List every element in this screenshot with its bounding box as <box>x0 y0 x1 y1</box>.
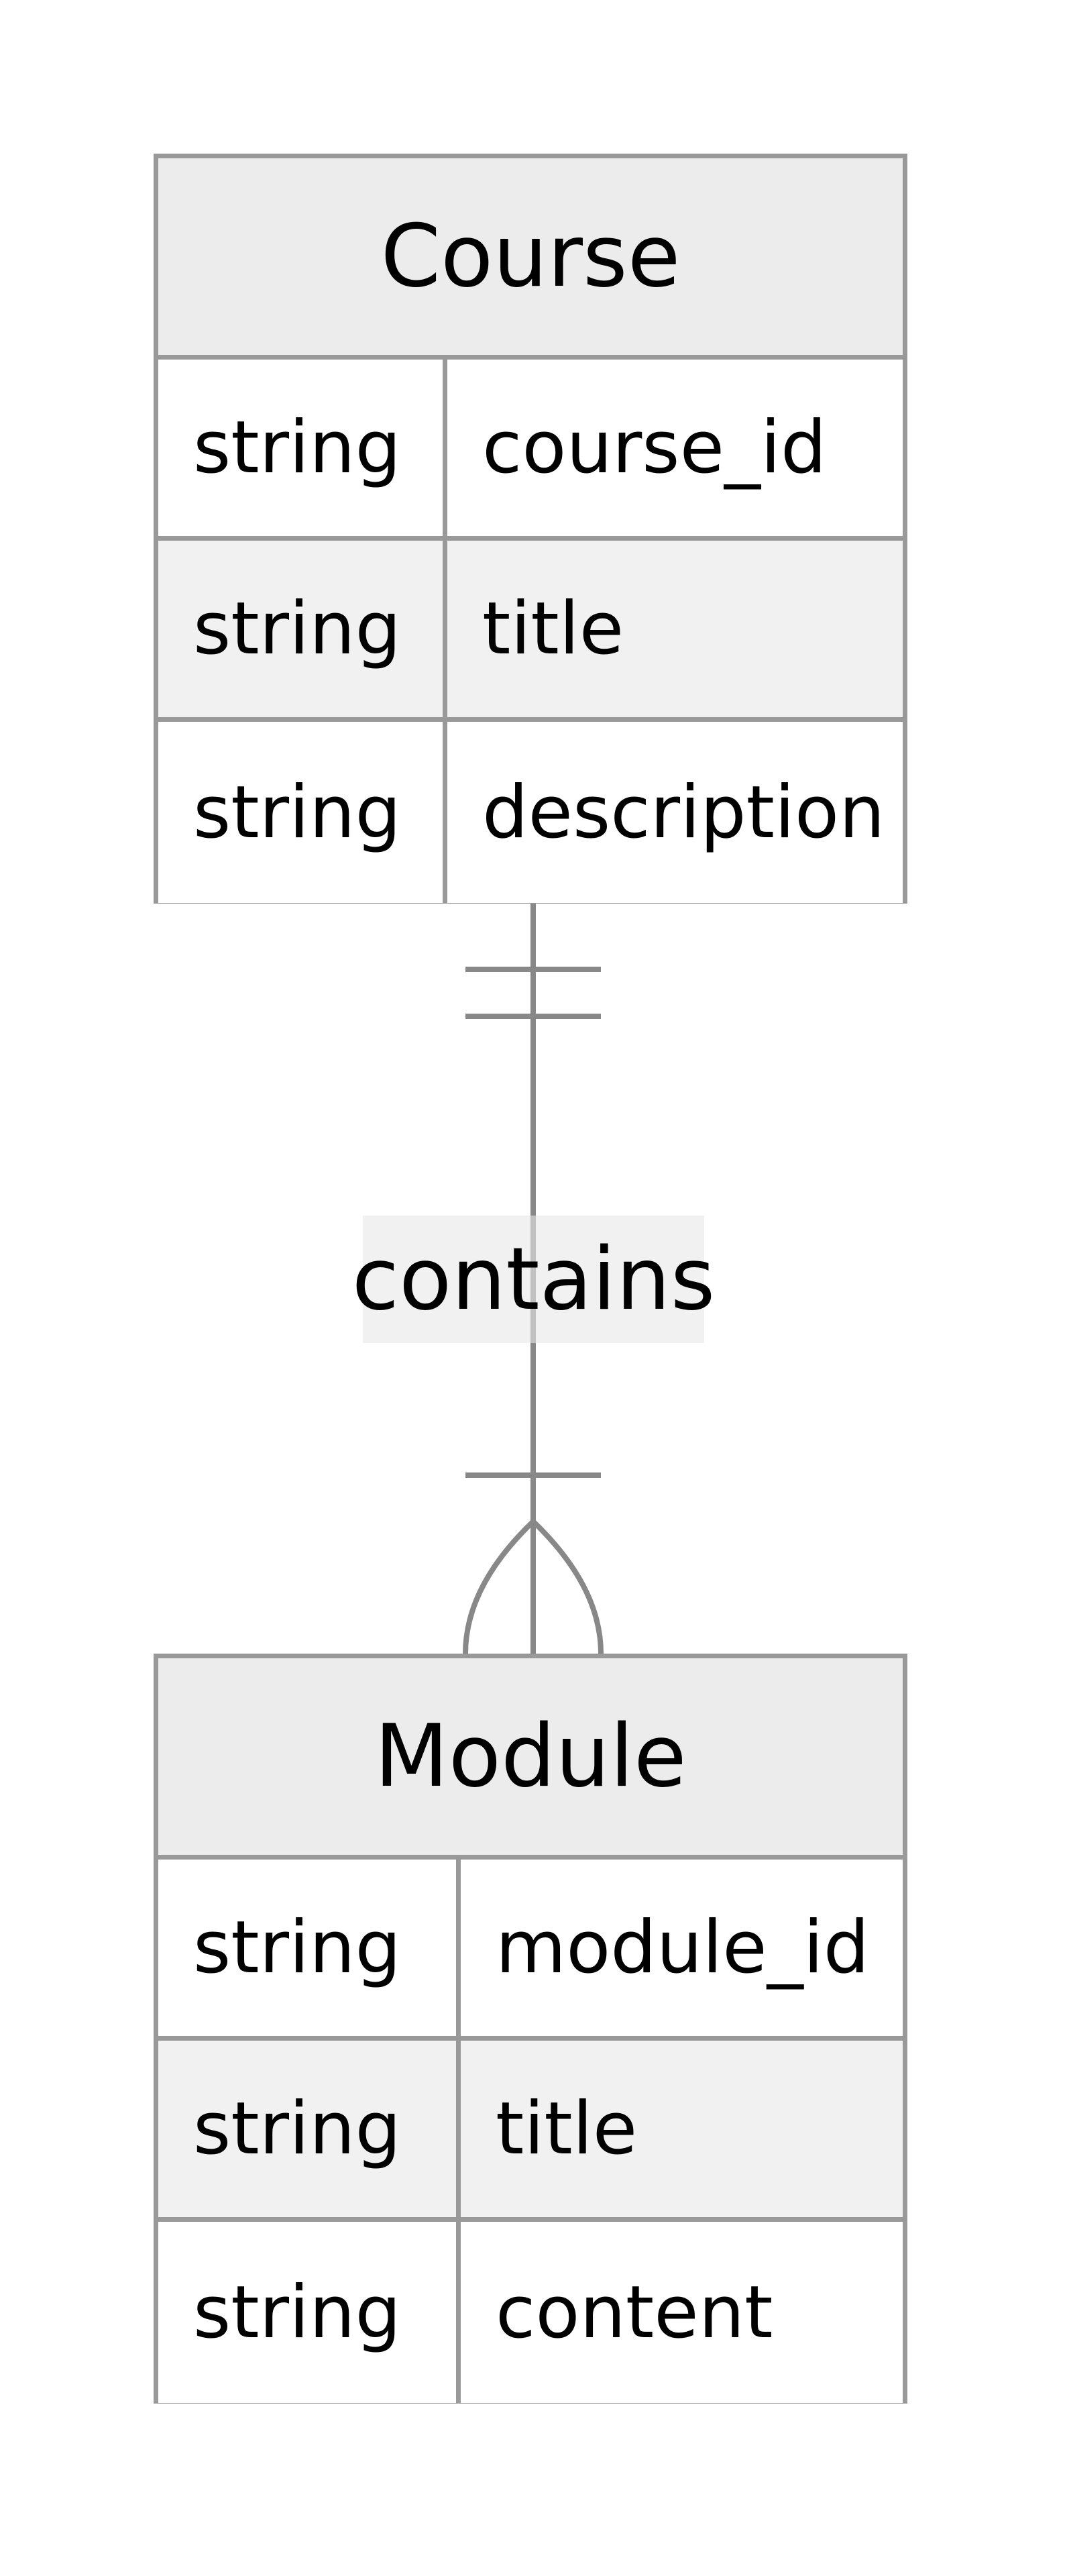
attribute-type: string <box>158 2041 461 2217</box>
attribute-type: string <box>158 2222 461 2403</box>
relationship-label: contains <box>352 1216 715 1343</box>
attribute-row: string course_id <box>158 360 903 541</box>
attribute-name: description <box>482 770 885 855</box>
entity-course[interactable]: Course string course_id string title str… <box>154 154 907 904</box>
entity-title: Module <box>158 1658 903 1860</box>
attribute-row: string description <box>158 722 903 903</box>
attribute-name: title <box>482 587 624 671</box>
attribute-name: content <box>496 2270 773 2355</box>
attribute-name: module_id <box>496 1906 870 1990</box>
crowfoot-left <box>463 1519 535 1654</box>
attribute-type: string <box>158 1860 461 2036</box>
attribute-type: string <box>158 541 447 717</box>
entity-module[interactable]: Module string module_id string title str… <box>154 1654 907 2404</box>
attribute-type: string <box>158 360 447 536</box>
attribute-row: string module_id <box>158 1860 903 2041</box>
attribute-row: string content <box>158 2222 903 2403</box>
attribute-type: string <box>158 722 447 903</box>
crowfoot-right <box>531 1519 604 1654</box>
attribute-name: title <box>496 2087 638 2171</box>
attribute-row: string title <box>158 541 903 722</box>
attribute-row: string title <box>158 2041 903 2222</box>
entity-title: Course <box>158 158 903 360</box>
attribute-name: course_id <box>482 406 827 490</box>
